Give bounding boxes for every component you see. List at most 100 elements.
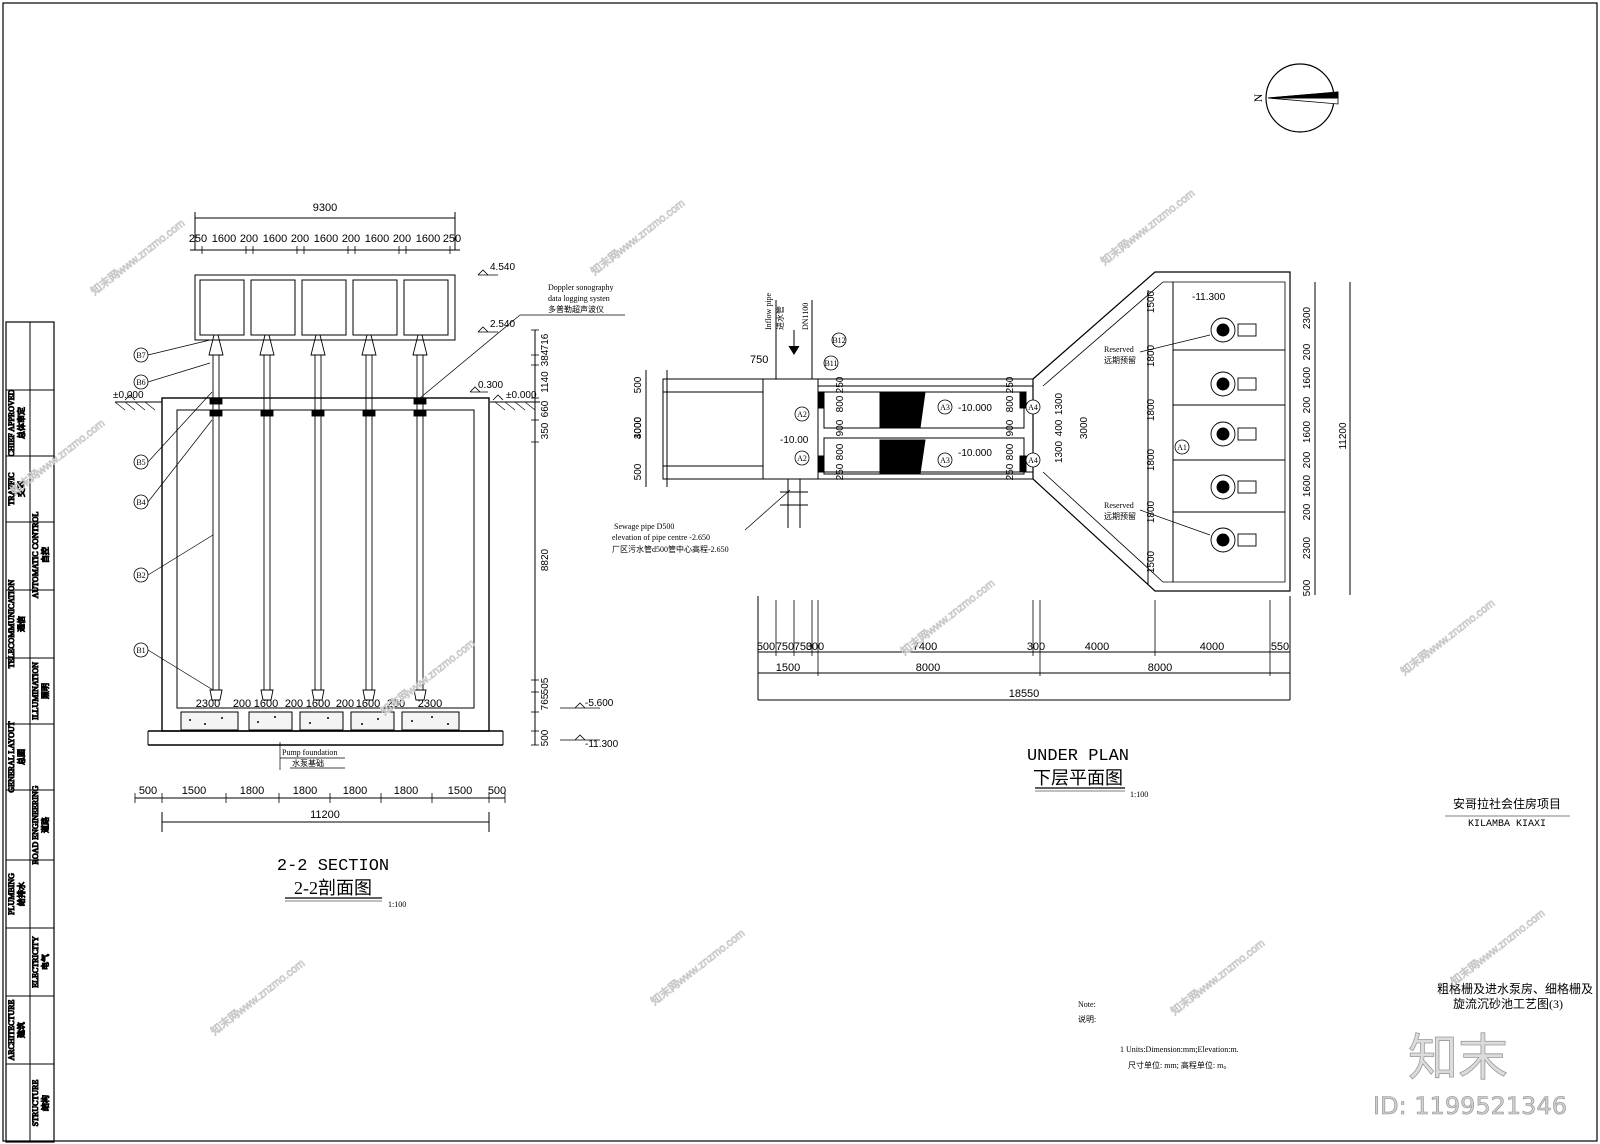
elev-4540: 4.540 (490, 262, 515, 273)
plan-channel-dim: 1300 (1054, 440, 1065, 463)
section-top-dim: 200 (291, 233, 309, 245)
plan-bubble-label: A2 (797, 410, 807, 419)
section-right-dim: 716 (540, 333, 551, 350)
plan-bubble-circle (937, 452, 953, 468)
title-strip-en: ELECTRICITY (31, 936, 40, 988)
plan-right-dim: 2300 (1302, 536, 1313, 559)
plan-right-dim: 200 (1302, 396, 1313, 413)
title-strip-cn: 给排水 (16, 882, 26, 906)
plan-bubble-label: B11 (824, 359, 837, 368)
title-strip-en: CHIEF APPROVED (7, 389, 16, 456)
section-top-dim: 1600 (212, 233, 236, 245)
section-bottom-dim: 1800 (240, 785, 264, 797)
plan-mid-dim: 900 (835, 419, 846, 436)
pump-foundation-cn: 水泵基础 (292, 758, 324, 768)
section-title-cn: 2-2剖面图 (294, 878, 372, 898)
section-inner-dim: 200 (233, 698, 251, 710)
inflow-pipe-cn: 进水管 (775, 306, 785, 330)
plan-right-dim: 200 (1302, 503, 1313, 520)
plan-pump-dim: 1800 (1146, 344, 1157, 367)
title-strip-cn: 总图 (16, 749, 26, 765)
watermark-brand: 知末 (1408, 1029, 1508, 1087)
plan-bubble-circle (794, 406, 810, 422)
elev-minus-5600: -5.600 (585, 698, 614, 709)
section-right-dim: 660 (540, 400, 551, 417)
title-strip-en: AUTOMATIC CONTROL (31, 512, 40, 599)
section-title-en: 2-2 SECTION (277, 857, 389, 876)
section-right-dim: 765 (540, 693, 551, 710)
plan-mid-dim-right: 900 (1005, 419, 1016, 436)
plan-left-dim: 500 (633, 376, 644, 393)
section-top-dim: 200 (240, 233, 258, 245)
plan-drawing (645, 63, 1570, 817)
section-drawing (114, 212, 625, 902)
plan-pump-dim: 1800 (1146, 500, 1157, 523)
plan-elev-b: -10.000 (958, 448, 992, 459)
plan-bubble-label: A3 (940, 403, 950, 412)
note-label-cn: 说明: (1078, 1014, 1096, 1024)
plan-channel-dim: 400 (1054, 419, 1065, 436)
title-strip-cn: 通信 (16, 616, 26, 632)
title-strip-cn: 电气 (40, 954, 50, 970)
plan-pump-dim: 1500 (1146, 550, 1157, 573)
title-strip-cn: 结构 (40, 1095, 50, 1111)
plan-bottom-dim: 550 (1271, 641, 1289, 653)
plan-right-dim: 200 (1302, 451, 1313, 468)
plan-bubble-label: A4 (1028, 403, 1038, 412)
plan-mid-dim-right: 250 (1005, 376, 1016, 393)
plan-bottom-dim2: 1500 (776, 662, 800, 674)
plan-mid-dim-right: 250 (1005, 463, 1016, 480)
title-strip-cn: 自控 (40, 547, 50, 563)
plan-right-dim: 2300 (1302, 306, 1313, 329)
plan-bubble-circle (1025, 399, 1041, 415)
plan-mid-dim: 800 (835, 443, 846, 460)
elev-zero-left: ±0.000 (113, 390, 144, 401)
plan-bottom-dim2: 8000 (916, 662, 940, 674)
north-label: N (1251, 93, 1265, 102)
plan-elev-minus-11300: -11.300 (1192, 292, 1226, 303)
section-right-dim: 505 (540, 677, 551, 694)
plan-mid-dim: 250 (835, 376, 846, 393)
section-top-dim: 1600 (416, 233, 440, 245)
watermark-id: ID: 1199521346 (1373, 1092, 1567, 1120)
plan-bottom-dim: 500 (757, 641, 775, 653)
plan-mid-dim: 250 (835, 463, 846, 480)
section-right-dim: 384 (540, 349, 551, 366)
section-bottom-dim: 500 (139, 785, 157, 797)
sewage-pipe-cn: 厂区污水管d500管中心高程-2.650 (612, 544, 729, 554)
section-right-dim: 500 (540, 729, 551, 746)
section-inner-dim: 200 (387, 698, 405, 710)
reserved-2-cn: 远期预留 (1104, 511, 1136, 521)
drawing-title-1: 粗格栅及进水泵房、细格栅及 (1437, 981, 1593, 996)
section-bottom-dim: 1800 (394, 785, 418, 797)
sewage-pipe-2: elevation of pipe centre -2.650 (612, 533, 710, 542)
watermark-site: 知末网www.znzmo.com (648, 926, 748, 1008)
section-bubble-label: B4 (136, 498, 145, 507)
section-right-dim: 1140 (540, 371, 551, 393)
section-top-dim: 1600 (365, 233, 389, 245)
plan-bubble-circle (794, 450, 810, 466)
title-strip-en: ARCHITECTURE (7, 999, 16, 1060)
reserved-2-en: Reserved (1104, 501, 1134, 510)
section-bottom-overall: 11200 (310, 809, 340, 821)
plan-bubble-circle (831, 332, 847, 348)
note-line-en: 1 Units:Dimension:mm;Elevation:m. (1120, 1045, 1239, 1054)
elev-zero-right: ±0.000 (506, 390, 537, 401)
section-overall-dim: 9300 (313, 202, 337, 214)
plan-bottom-dim: 750 (794, 641, 812, 653)
section-inner-dim: 1600 (356, 698, 380, 710)
plan-pump-dim: 1800 (1146, 398, 1157, 421)
doppler-label-en-1: Doppler sonography (548, 283, 614, 292)
plan-bubble-label: A3 (940, 456, 950, 465)
section-inner-dim: 2300 (196, 698, 220, 710)
